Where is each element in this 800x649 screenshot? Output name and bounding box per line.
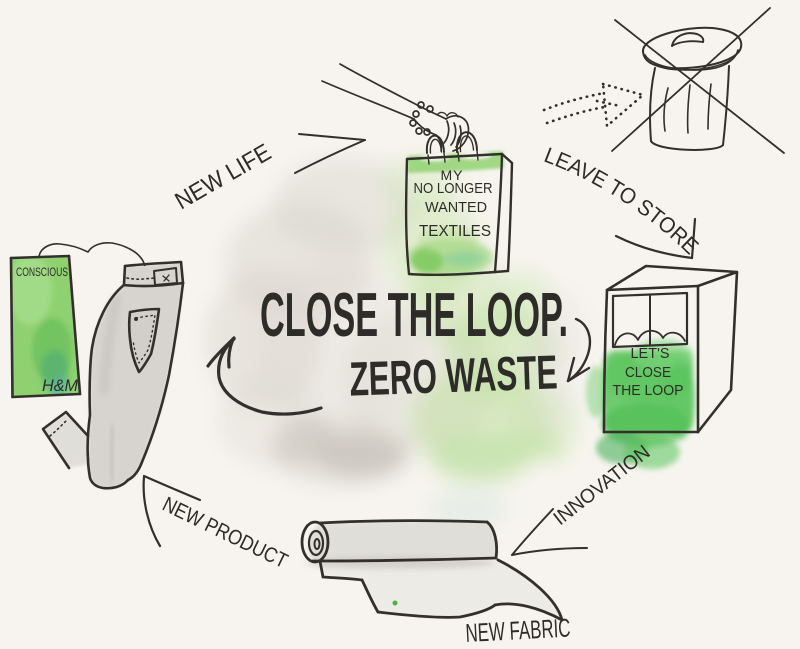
svg-text:ZERO WASTE: ZERO WASTE [349, 346, 559, 406]
svg-text:NO LONGER: NO LONGER [414, 180, 493, 197]
svg-text:H&M: H&M [42, 376, 79, 395]
svg-text:CLOSE: CLOSE [625, 364, 671, 381]
svg-text:TEXTILES: TEXTILES [419, 223, 491, 240]
svg-text:CLOSE THE LOOP.: CLOSE THE LOOP. [260, 281, 568, 350]
svg-text:THE LOOP: THE LOOP [613, 382, 684, 399]
svg-text:LET'S: LET'S [631, 345, 670, 362]
svg-text:WANTED: WANTED [425, 199, 487, 216]
svg-text:NEW FABRIC: NEW FABRIC [465, 613, 571, 648]
svg-text:CONSCIOUS: CONSCIOUS [16, 265, 68, 279]
svg-text:MY: MY [441, 167, 464, 183]
